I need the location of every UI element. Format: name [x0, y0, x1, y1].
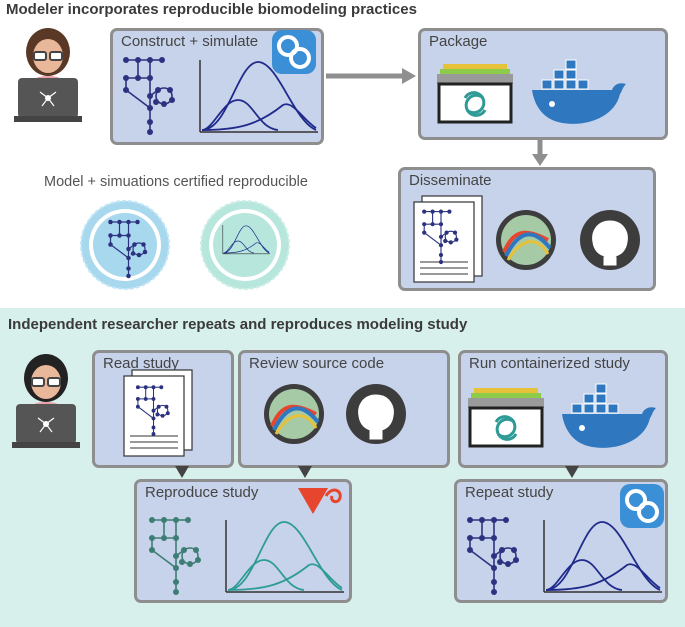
repeat-sbml-icon — [618, 482, 666, 530]
bottom-heading: Independent researcher repeats and repro… — [8, 316, 468, 333]
run-archive-icon — [466, 386, 546, 448]
document-network-icon — [421, 208, 460, 265]
modeler-person-icon — [13, 27, 83, 123]
certified-label: Model + simuations certified reproducibl… — [44, 174, 308, 190]
arrow-read-to-reproduce — [175, 466, 189, 478]
review-jupyter-icon — [262, 382, 326, 446]
top-heading: Modeler incorporates reproducible biomod… — [6, 1, 417, 18]
read-label: Read study — [103, 355, 179, 372]
github-logo-icon — [578, 208, 642, 272]
review-code-box: Review source code — [238, 350, 450, 468]
reproduce-label: Reproduce study — [145, 484, 259, 501]
reproduce-curves-icon — [225, 519, 345, 593]
repeat-label: Repeat study — [465, 484, 554, 501]
package-label: Package — [429, 33, 488, 50]
reproduce-logo-icon — [298, 488, 342, 514]
docker-whale-icon — [531, 59, 627, 125]
network-graph-icon — [122, 56, 176, 136]
arrow-to-package — [326, 68, 416, 84]
review-github-icon — [344, 382, 408, 446]
review-label: Review source code — [249, 355, 385, 372]
construct-label: Construct + simulate — [121, 33, 259, 50]
reproduce-network-icon — [148, 516, 202, 596]
archive-box-icon — [435, 62, 515, 124]
jupyter-logo-icon — [494, 208, 558, 272]
researcher-person-icon — [11, 353, 81, 449]
study-network-icon — [135, 384, 171, 437]
run-docker-icon — [561, 383, 657, 449]
arrow-run-to-repeat — [565, 466, 579, 478]
arrow-review-to-reproduce — [298, 466, 312, 478]
arrow-to-disseminate — [532, 138, 548, 166]
badge-seal-icon — [80, 200, 170, 290]
disseminate-label: Disseminate — [409, 172, 492, 189]
run-label: Run containerized study — [469, 355, 630, 372]
repeat-network-icon — [466, 516, 520, 596]
repeat-curves-icon — [543, 519, 663, 593]
sbml-logo-icon — [270, 28, 318, 76]
badge-seal-curves-icon — [200, 200, 290, 290]
